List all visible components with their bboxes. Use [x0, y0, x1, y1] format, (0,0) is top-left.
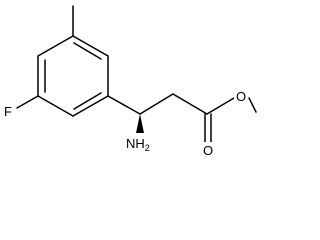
chain-bond — [139, 93, 174, 115]
stereo-wedge-bond — [136, 114, 144, 133]
chain-bond — [172, 93, 208, 115]
ester-bond — [206, 97, 235, 115]
carbonyl-oxygen-label-bg — [201, 142, 215, 158]
carbonyl-oxygen-label: O — [203, 143, 213, 158]
amine-label: NH2 — [126, 136, 150, 153]
ring-bond — [37, 95, 74, 117]
benzene-ring — [37, 35, 109, 117]
ring-bond — [37, 35, 74, 57]
ring-double-bond — [73, 92, 102, 110]
fluorine-label: F — [4, 104, 12, 119]
fluorine-label-bg — [3, 103, 15, 118]
methoxy-bond — [248, 97, 257, 113]
ring-bond — [72, 35, 109, 57]
ring-to-stereocenter-bond — [107, 95, 141, 115]
ring-bond — [72, 95, 109, 117]
ring-double-bond — [73, 42, 102, 60]
fluoro-bond — [16, 95, 39, 109]
ester-oxygen-label-bg — [234, 88, 248, 104]
ester-oxygen-label: O — [236, 89, 246, 104]
amine-label-bg — [124, 135, 158, 151]
chemical-structure-diagram: F NH2 O O — [3, 5, 257, 158]
